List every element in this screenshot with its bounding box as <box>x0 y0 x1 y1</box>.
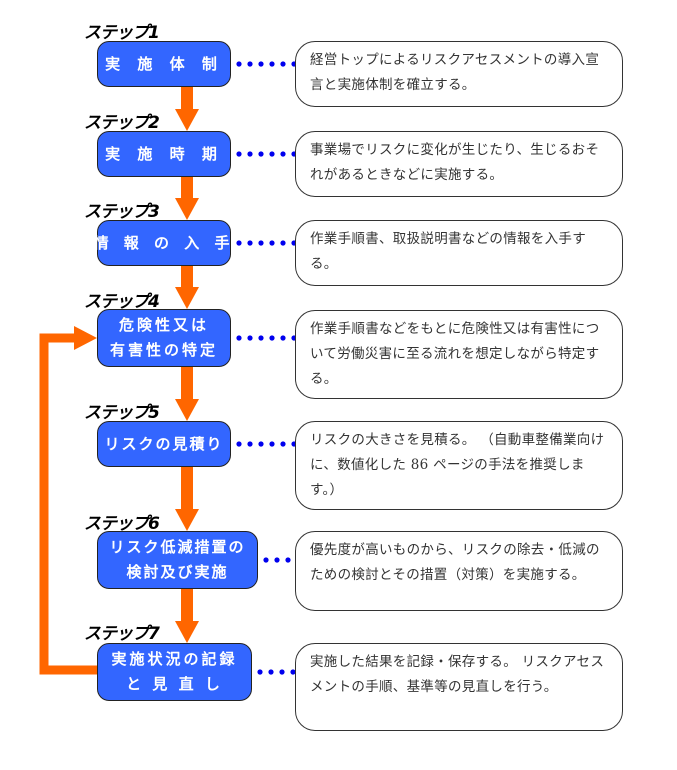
connector-dot <box>258 151 264 157</box>
step-title-line: 実施状況の記録 <box>111 650 238 668</box>
feedback-loop-arrow <box>39 333 97 675</box>
step-label: ステップ6 <box>84 514 160 534</box>
arrow-head-icon <box>175 287 199 309</box>
arrow-head-icon <box>175 109 199 131</box>
arrow-head-icon <box>175 198 199 220</box>
connector-dot <box>236 151 242 157</box>
step-description: 事業場でリスクに変化が生じたり、生じるおそれがあるときなどに実施する。 <box>295 131 623 197</box>
step-description: リスクの大きさを見積る。 （自動車整備業向けに、数値化した 86 ページの手法を… <box>295 421 623 510</box>
step-box: 情 報 の 入 手 <box>94 220 231 266</box>
step-title-line: 実 施 体 制 <box>105 54 223 73</box>
step-box: 実施状況の記録と 見 直 し <box>97 643 252 701</box>
connector-dot <box>269 151 275 157</box>
connector-dot <box>285 557 291 563</box>
step-description: 優先度が高いものから、リスクの除去・低減のための検討とその措置（対策）を実施する… <box>295 531 623 611</box>
connector-dot <box>258 61 264 67</box>
arrow-head-icon <box>175 621 199 643</box>
connector-dot <box>257 669 263 675</box>
connector-dot <box>280 151 286 157</box>
step-description: 作業手順書などをもとに危険性又は有害性について労働災害に至る流れを想定しながら特… <box>295 310 623 399</box>
connector-dot <box>263 557 269 563</box>
flow-arrow <box>181 266 193 289</box>
step-title-line: と 見 直 し <box>126 675 223 693</box>
step-box: 実 施 時 期 <box>97 131 231 177</box>
connector-dot <box>279 669 285 675</box>
connector-dot <box>269 240 275 246</box>
connector-dot <box>247 335 253 341</box>
connector-dot <box>236 61 242 67</box>
step-label: ステップ7 <box>84 624 160 644</box>
connector-dot <box>269 61 275 67</box>
connector-dot <box>258 441 264 447</box>
connector-dot <box>247 441 253 447</box>
flow-arrow <box>181 589 193 623</box>
step-title-line: 危険性又は <box>118 316 209 334</box>
connector-dot <box>280 335 286 341</box>
step-box: 危険性又は有害性の特定 <box>97 309 231 367</box>
step-box: リスクの見積り <box>97 421 231 467</box>
connector-dot <box>280 61 286 67</box>
connector-dot <box>290 669 296 675</box>
step-label: ステップ3 <box>84 202 160 222</box>
step-label: ステップ5 <box>84 403 160 423</box>
connector-dot <box>258 335 264 341</box>
connector-dot <box>268 669 274 675</box>
arrow-head-icon <box>74 326 97 350</box>
step-title-line: 有害性の特定 <box>109 341 218 359</box>
connector-dot <box>247 240 253 246</box>
connector-dot <box>236 335 242 341</box>
flow-arrow <box>181 367 193 401</box>
step-box: リスク低減措置の検討及び実施 <box>97 531 258 589</box>
step-description: 経営トップによるリスクアセスメントの導入宣言と実施体制を確立する。 <box>295 41 623 107</box>
step-description: 作業手順書、取扱説明書などの情報を入手する。 <box>295 220 623 286</box>
step-label: ステップ1 <box>84 23 160 43</box>
connector-dot <box>269 441 275 447</box>
step-description: 実施した結果を記録・保存する。 リスクアセスメントの手順、基準等の見直しを行う。 <box>295 643 623 731</box>
flow-arrow <box>181 87 193 111</box>
connector-dot <box>247 61 253 67</box>
connector-dot <box>236 441 242 447</box>
connector-dot <box>258 240 264 246</box>
connector-dot <box>269 335 275 341</box>
step-box: 実 施 体 制 <box>97 41 231 87</box>
step-title-line: リスクの見積り <box>104 434 224 453</box>
flow-arrow <box>181 467 193 511</box>
step-title-line: 実 施 時 期 <box>105 144 223 163</box>
arrow-head-icon <box>175 509 199 531</box>
connector-dot <box>280 441 286 447</box>
step-title-line: 検討及び実施 <box>126 563 229 581</box>
step-title-line: 情 報 の 入 手 <box>93 233 235 252</box>
step-label: ステップ4 <box>84 292 160 312</box>
flow-arrow <box>181 177 193 200</box>
step-label: ステップ2 <box>84 113 160 133</box>
step-title-line: リスク低減措置の <box>109 538 246 556</box>
connector-dot <box>274 557 280 563</box>
connector-dot <box>236 240 242 246</box>
connector-dot <box>280 240 286 246</box>
arrow-head-icon <box>175 399 199 421</box>
connector-dot <box>247 151 253 157</box>
